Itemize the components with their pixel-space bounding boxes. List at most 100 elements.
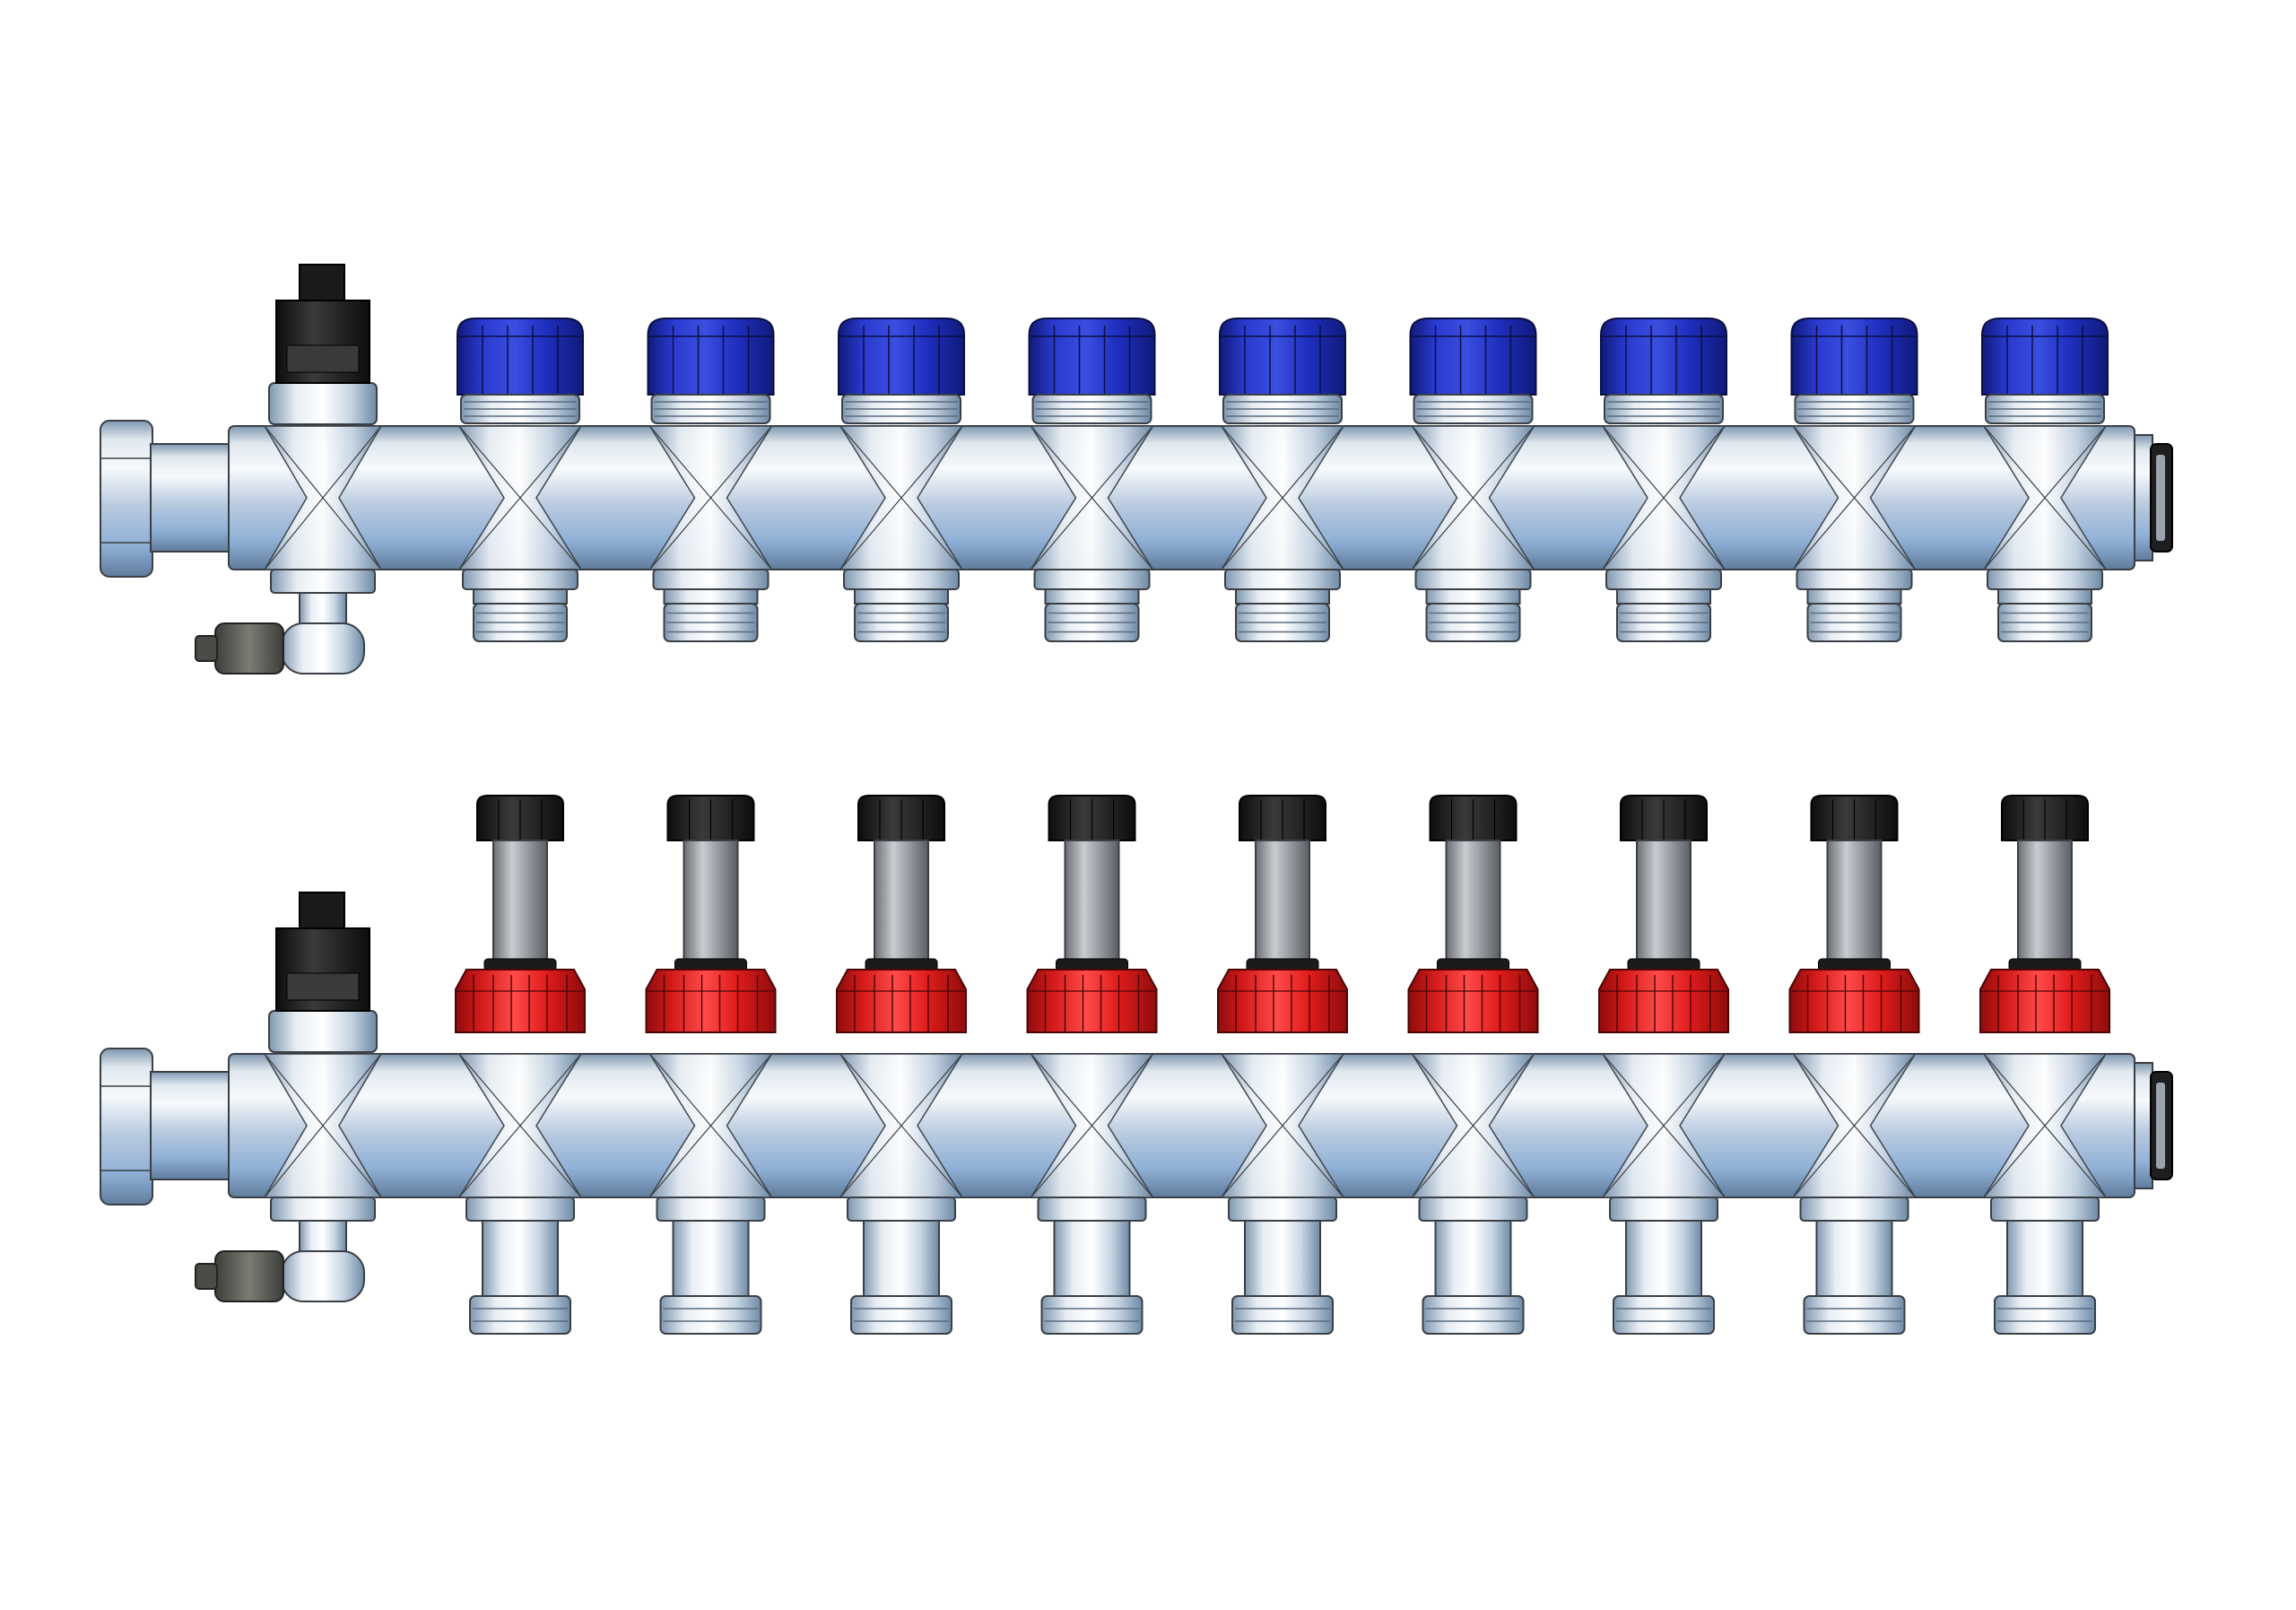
meter-stem: [1064, 840, 1120, 967]
neck: [1806, 588, 1902, 605]
circuit-outlet: [1788, 795, 1920, 1335]
thread-body: [850, 1295, 952, 1335]
hex-nut: [843, 569, 960, 590]
air-vent-base: [268, 382, 378, 425]
circuit-outlet: [1028, 318, 1156, 642]
meter-stem: [492, 840, 548, 967]
circuit-outlet: [1026, 795, 1158, 1335]
inlet-pipe: [150, 1071, 232, 1180]
drain-cap: [195, 635, 218, 662]
blue-cap: [1028, 318, 1156, 396]
blue-cap: [647, 318, 775, 396]
meter-stem: [1255, 840, 1310, 967]
blue-cap: [457, 318, 584, 396]
neck: [1616, 588, 1711, 605]
red-cap: [1788, 969, 1920, 1033]
air-vent-window: [286, 344, 360, 373]
circuit-outlet: [1407, 795, 1539, 1335]
hex-nut: [1228, 1197, 1337, 1222]
air-vent-base: [268, 1010, 378, 1053]
flow-manifold: [100, 795, 2173, 1335]
hex-nut: [462, 569, 578, 590]
circuit-outlet: [1981, 318, 2109, 642]
thread-body: [1994, 1295, 2096, 1335]
red-cap: [1598, 969, 1729, 1033]
hex-nut: [1799, 1197, 1909, 1222]
hex-nut: [1414, 569, 1532, 590]
neck: [663, 588, 759, 605]
thread-body: [1231, 1295, 1334, 1335]
hex-nut: [1418, 1197, 1528, 1222]
end-plug-highlight: [2156, 455, 2165, 541]
meter-stem: [1826, 840, 1883, 967]
circuit-outlet: [1409, 318, 1537, 642]
red-cap: [455, 969, 586, 1033]
outlet-edge: [458, 1053, 582, 1198]
tail-pipe: [863, 1220, 940, 1297]
hex-nut: [1609, 1197, 1718, 1222]
neck: [1044, 588, 1140, 605]
inlet-pipe: [150, 443, 232, 553]
circuit-outlet: [1217, 795, 1348, 1335]
neck: [1235, 588, 1330, 605]
blue-cap: [1981, 318, 2109, 396]
thread-body: [659, 1295, 762, 1335]
hex-nut: [1987, 569, 2103, 590]
drain-valve: [214, 1250, 284, 1302]
outlet-edge: [839, 1053, 963, 1198]
circuit-outlet: [1219, 318, 1346, 642]
red-cap: [1979, 969, 2110, 1033]
neck: [1997, 588, 2092, 605]
meter-stem: [683, 840, 739, 967]
end-plug-highlight: [2156, 1083, 2165, 1169]
hex-nut: [656, 1197, 766, 1222]
outlet-edge: [264, 1053, 382, 1198]
circuit-outlet: [455, 795, 586, 1335]
circuit-outlet: [838, 318, 965, 642]
drain-nut: [270, 569, 376, 594]
circuit-outlet: [457, 318, 584, 642]
air-vent-top: [299, 264, 345, 301]
air-vent-top: [299, 892, 345, 929]
thread-body: [1040, 1295, 1144, 1335]
tail-pipe: [1244, 1220, 1321, 1297]
outlet-edge: [1031, 1053, 1153, 1198]
hex-nut: [652, 569, 770, 590]
thread-body: [1613, 1295, 1715, 1335]
outlet-edge: [1793, 1053, 1916, 1198]
red-cap: [1217, 969, 1348, 1033]
meter-stem: [874, 840, 929, 967]
air-vent-window: [286, 972, 360, 1001]
outlet-edge: [1983, 425, 2107, 570]
hex-nut: [1224, 569, 1341, 590]
union-nut: [100, 420, 153, 578]
hex-nut: [1605, 569, 1722, 590]
outlet-edge: [264, 425, 382, 570]
blue-cap: [1790, 318, 1918, 396]
outlet-edge: [1412, 1053, 1535, 1198]
tail-pipe: [1053, 1220, 1131, 1297]
hex-nut: [1033, 569, 1151, 590]
red-cap: [645, 969, 777, 1033]
drain-cap: [195, 1263, 218, 1290]
tail-pipe: [672, 1220, 750, 1297]
return-manifold: [100, 264, 2173, 674]
blue-cap: [1219, 318, 1346, 396]
outlet-edge: [1221, 1053, 1344, 1198]
tail-pipe: [2006, 1220, 2083, 1297]
hex-nut: [1037, 1197, 1147, 1222]
circuit-outlet: [1598, 795, 1729, 1335]
hex-nut: [1990, 1197, 2100, 1222]
circuit-outlet: [1600, 318, 1727, 642]
tail-pipe: [1815, 1220, 1893, 1297]
meter-stem: [1636, 840, 1692, 967]
meter-stem: [1445, 840, 1501, 967]
neck: [854, 588, 949, 605]
hex-nut: [465, 1197, 575, 1222]
blue-cap: [838, 318, 965, 396]
circuit-outlet: [1979, 795, 2110, 1335]
blue-cap: [1409, 318, 1537, 396]
meter-stem: [2017, 840, 2073, 967]
outlet-edge: [1602, 425, 1726, 570]
